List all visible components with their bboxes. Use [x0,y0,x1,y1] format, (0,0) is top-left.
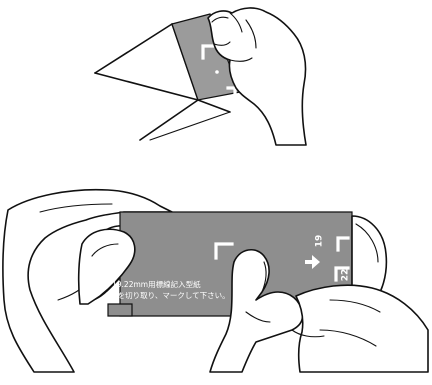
template-text-line1: 19.22mm用標線記入型紙 [112,280,201,290]
size-label-lower: 22 [340,269,350,282]
template-text-line2: L型を切り取り、マークして下さい。 [106,291,230,301]
size-label-upper: 19 [314,235,324,248]
